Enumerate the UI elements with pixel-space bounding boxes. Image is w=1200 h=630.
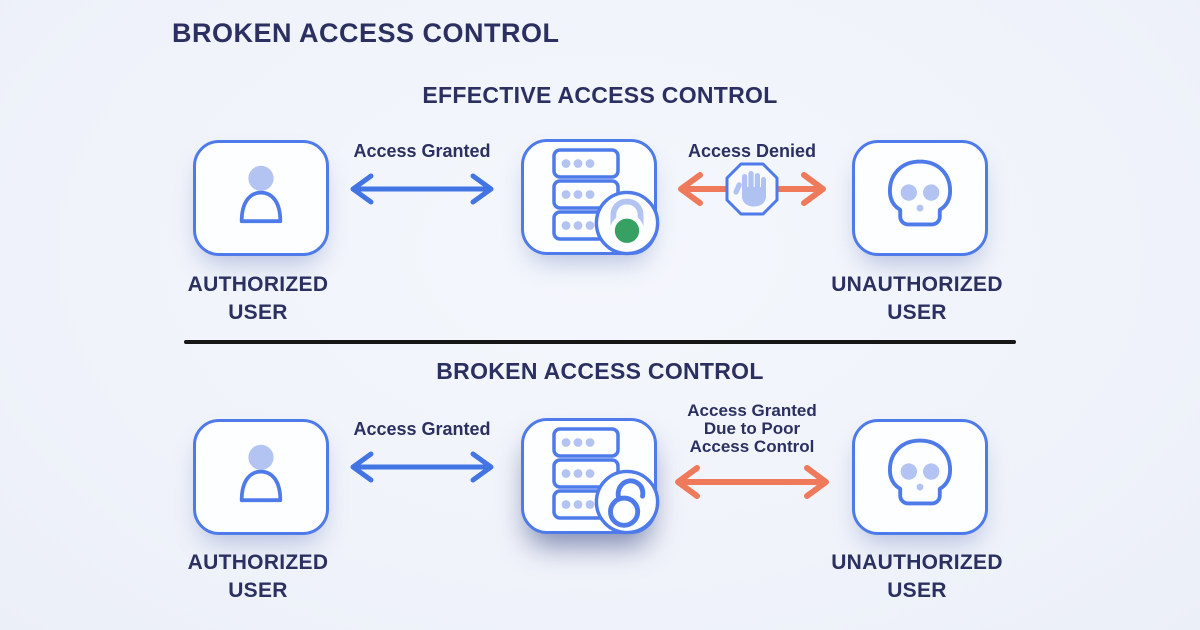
access-granted-link-2: Access Granted	[346, 419, 498, 491]
person-icon	[219, 433, 303, 522]
access-granted-link-1: Access Granted	[346, 141, 498, 213]
access-granted-poor-label: Access Granted Due to Poor Access Contro…	[687, 401, 817, 457]
authorized-user-tile-2	[193, 419, 329, 535]
access-granted-label-2: Access Granted	[353, 419, 491, 439]
blue-double-arrow-icon	[346, 451, 498, 490]
server-tile-locked	[521, 139, 661, 262]
access-granted-poor-link: Access Granted Due to Poor Access Contro…	[663, 401, 841, 506]
lock-closed-icon	[593, 189, 661, 257]
skull-icon	[877, 432, 963, 523]
server-tile-unlocked	[521, 418, 661, 541]
unauthorized-user-tile	[852, 140, 988, 256]
skull-icon	[877, 153, 963, 244]
unauthorized-user-tile-2	[852, 419, 988, 535]
page-title: BROKEN ACCESS CONTROL	[172, 18, 560, 48]
authorized-user-caption-2: AUTHORIZED USER	[187, 551, 329, 602]
access-denied-link: Access Denied	[674, 141, 830, 216]
access-granted-label-1: Access Granted	[353, 141, 491, 161]
authorized-user-caption-1: AUTHORIZED USER	[187, 273, 329, 324]
lock-open-icon	[593, 468, 661, 536]
unauthorized-user-caption-2: UNAUTHORIZED USER	[831, 551, 1003, 602]
blue-double-arrow-icon	[346, 173, 498, 212]
unauthorized-user-caption-1: UNAUTHORIZED USER	[831, 273, 1003, 324]
person-icon	[219, 154, 303, 243]
section-heading-broken: BROKEN ACCESS CONTROL	[436, 358, 764, 384]
authorized-user-tile	[193, 140, 329, 256]
stop-hand-icon	[723, 160, 781, 218]
section-heading-effective: EFFECTIVE ACCESS CONTROL	[422, 82, 778, 108]
orange-double-arrow-icon	[671, 464, 833, 505]
access-denied-label: Access Denied	[687, 141, 817, 161]
section-divider	[184, 340, 1016, 344]
